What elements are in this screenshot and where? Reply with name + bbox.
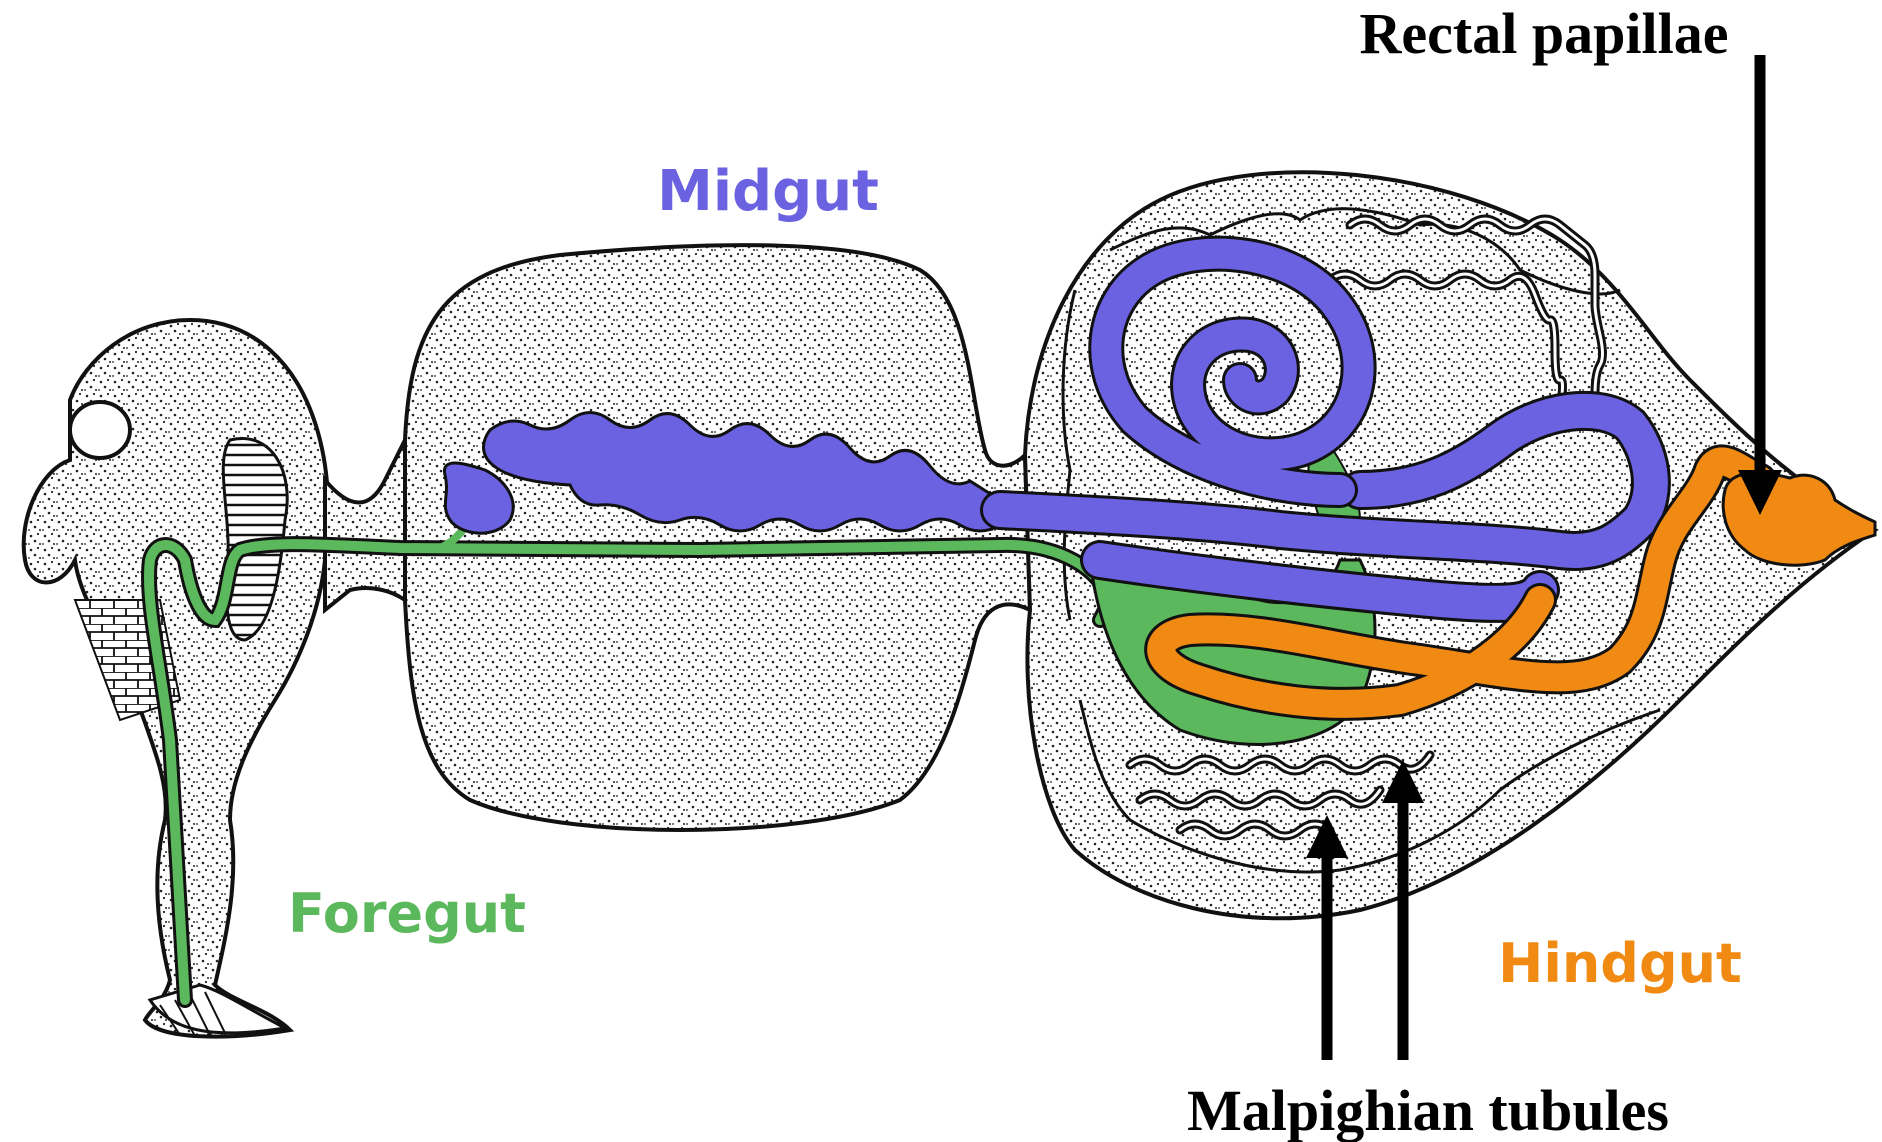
label-hindgut: Hindgut bbox=[1498, 932, 1742, 995]
arrow-malpighian-1 bbox=[1306, 815, 1348, 1060]
label-malpighian-tubules: Malpighian tubules bbox=[1187, 1078, 1669, 1142]
crop-chamber bbox=[405, 245, 1030, 830]
label-rectal-papillae: Rectal papillae bbox=[1360, 1, 1729, 66]
label-foregut: Foregut bbox=[288, 882, 526, 945]
label-midgut: Midgut bbox=[657, 159, 879, 224]
neck-connector bbox=[325, 440, 405, 610]
rectum bbox=[1723, 473, 1875, 565]
